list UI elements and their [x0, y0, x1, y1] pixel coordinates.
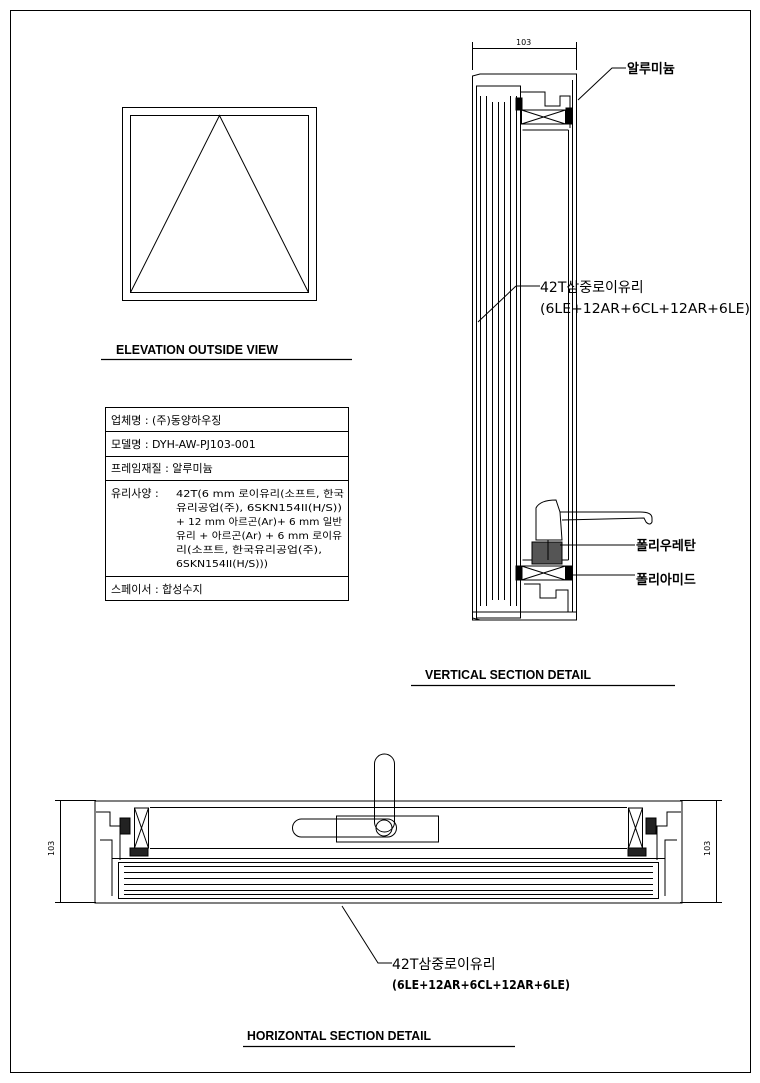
leader-vertical-glass	[477, 285, 517, 323]
vertical-handle-lever	[560, 511, 653, 525]
spec-glass-line: 유리공업(주), 6SKN154II(H/S))	[176, 502, 342, 514]
spec-company: 업체명 : (주)동양하우징	[111, 413, 221, 427]
vertical-caption: VERTICAL SECTION DETAIL	[425, 667, 591, 682]
horizontal-section: 103 103	[47, 753, 722, 1048]
horizontal-handle-pivot	[375, 819, 393, 837]
horizontal-left-gasket	[129, 847, 149, 857]
horizontal-left-thermal-break-cross	[134, 807, 149, 849]
spec-table: 업체명 : (주)동양하우징 모델명 : DYH-AW-PJ103-001 프레…	[105, 407, 349, 601]
horizontal-right-gasket	[627, 847, 647, 857]
label-vertical-glass-1: 42T삼중로이유리	[540, 280, 644, 296]
vertical-bottom-thermal-break-cross	[521, 565, 566, 581]
sheet-border	[10, 10, 751, 1073]
vertical-bottom-profile	[524, 583, 569, 612]
horizontal-glass-unit	[118, 862, 659, 899]
label-horizontal-glass-2: (6LE+12AR+6CL+12AR+6LE)	[392, 978, 570, 992]
vertical-top-thermal-break-cross	[521, 109, 566, 125]
label-polyurethane: 폴리우레탄	[636, 538, 696, 554]
horizontal-handle-lever	[292, 818, 397, 838]
horizontal-left-profile	[96, 811, 121, 896]
label-horizontal-glass-1: 42T삼중로이유리	[392, 957, 496, 973]
vertical-sash	[476, 85, 521, 619]
vertical-bottom-gasket	[515, 565, 523, 581]
elevation-inner-frame	[130, 115, 309, 293]
horizontal-dim-right: 103	[703, 841, 712, 856]
elevation-outer-frame	[122, 107, 317, 301]
horizontal-outer-profile	[94, 800, 683, 904]
spec-frame: 프레임재질 : 알루미늄	[111, 461, 213, 475]
leader-horizontal-glass	[341, 905, 392, 964]
horizontal-dim-left: 103	[47, 841, 56, 856]
vertical-outer-profile	[472, 73, 577, 621]
vertical-dim-value: 103	[516, 38, 531, 47]
label-vertical-glass-2: (6LE+12AR+6CL+12AR+6LE)	[540, 302, 750, 317]
spec-glass-line: + 12 mm 아르곤(Ar)+ 6 mm 일반	[176, 517, 342, 528]
vertical-lock-block	[531, 541, 563, 565]
horizontal-right-gasket	[645, 817, 657, 835]
spec-glass-line: 유리 + 아르곤(Ar) + 6 mm 로이유	[176, 531, 342, 542]
label-aluminum: 알루미늄	[627, 61, 675, 77]
elevation-opening-symbol	[130, 114, 309, 293]
vertical-top-gasket	[565, 107, 573, 125]
vertical-bottom-gasket	[565, 565, 573, 581]
spec-table-border	[105, 407, 349, 601]
spec-spacer: 스페이서 : 합성수지	[111, 583, 203, 596]
vertical-handle	[535, 499, 563, 541]
horizontal-handle-base	[336, 815, 439, 843]
horizontal-handle-stem	[374, 753, 395, 833]
vertical-section: 103	[411, 38, 750, 687]
horizontal-caption: HORIZONTAL SECTION DETAIL	[247, 1028, 431, 1043]
horizontal-right-thermal-break-cross	[628, 807, 643, 849]
spec-glass-line: 6SKN154II(H/S)))	[176, 559, 268, 570]
spec-glass-line: 리(소프트, 한국유리공업(주),	[176, 544, 322, 556]
vertical-top-gasket	[515, 97, 523, 111]
label-polyamide: 폴리아미드	[636, 572, 696, 588]
spec-glass-label: 유리사양 :	[111, 487, 159, 500]
spec-model: 모델명 : DYH-AW-PJ103-001	[111, 438, 256, 451]
horizontal-right-profile	[656, 811, 681, 896]
vertical-bottom-strip	[472, 611, 577, 621]
elevation-caption: ELEVATION OUTSIDE VIEW	[116, 342, 279, 357]
spec-glass-line: 42T(6 mm 로이유리(소프트, 한국	[176, 489, 344, 500]
elevation-view: ELEVATION OUTSIDE VIEW	[101, 107, 352, 361]
vertical-top-profile	[520, 91, 571, 128]
leader-aluminum	[577, 67, 626, 101]
horizontal-left-gasket	[119, 817, 131, 835]
